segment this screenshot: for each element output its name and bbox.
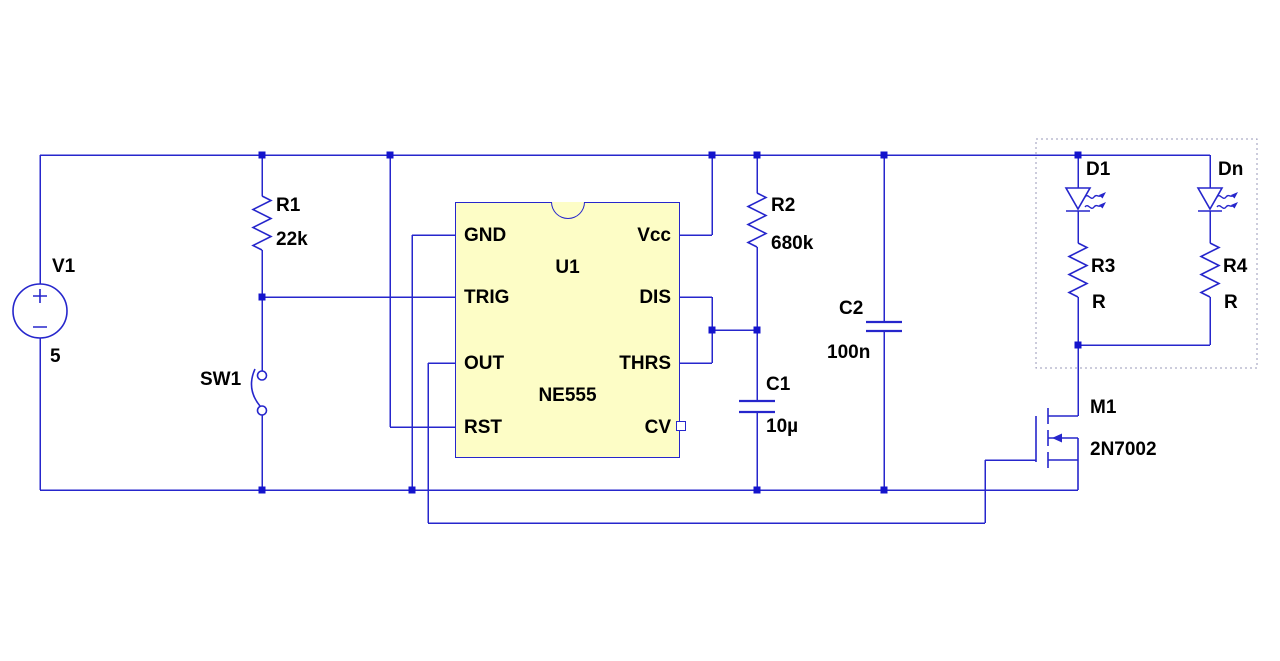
r3-refdes: R3 [1091,256,1116,277]
cv-pin-pad [676,421,686,431]
ic-u1-ne555[interactable]: GND TRIG OUT RST Vcc DIS THRS CV U1 NE55… [455,201,680,458]
voltage-source-v1-symbol[interactable] [12,283,68,339]
dn-refdes: Dn [1218,159,1244,180]
c1-value: 10µ [766,416,799,437]
capacitor-c1-symbol[interactable] [739,399,775,414]
led-d1-symbol[interactable] [1065,187,1107,212]
v1-refdes: V1 [52,256,76,277]
sw1-refdes: SW1 [200,369,242,390]
r4-value: R [1224,292,1238,313]
r2-refdes: R2 [771,195,796,216]
c1-refdes: C1 [766,374,791,395]
v1-value: 5 [50,346,61,367]
cutoff-text-artifact [176,652,370,661]
u1-pin-label-cv: CV [644,417,671,438]
capacitor-c2-symbol[interactable] [866,320,902,333]
u1-pin-label-rst: RST [464,417,502,438]
resistor-r4-symbol[interactable] [1200,242,1220,298]
r4-refdes: R4 [1223,256,1248,277]
ic-notch [550,201,585,219]
led-dn-symbol[interactable] [1197,187,1239,212]
r2-value: 680k [771,233,814,254]
u1-part-name: NE555 [538,385,597,406]
d1-refdes: D1 [1086,159,1111,180]
m1-part: 2N7002 [1090,439,1157,460]
led-group-dashed-box [1035,138,1258,369]
wires [39,154,1211,524]
c2-refdes: C2 [839,298,864,319]
r3-value: R [1092,292,1106,313]
u1-pin-label-trig: TRIG [464,287,510,308]
junction-dots [258,151,1082,494]
switch-sw1-symbol[interactable] [250,368,268,416]
resistor-r2-symbol[interactable] [747,192,767,248]
mosfet-m1-symbol[interactable] [1035,408,1079,490]
r1-refdes: R1 [276,195,301,216]
c2-value: 100n [827,342,871,363]
u1-pin-label-vcc: Vcc [637,225,671,246]
resistor-r3-symbol[interactable] [1068,242,1088,298]
u1-pin-label-thrs: THRS [619,353,671,374]
resistor-r1-symbol[interactable] [252,195,272,251]
u1-pin-label-out: OUT [464,353,505,374]
u1-refdes: U1 [555,257,580,278]
u1-pin-label-gnd: GND [464,225,507,246]
m1-refdes: M1 [1090,397,1117,418]
u1-pin-label-dis: DIS [639,287,671,308]
r1-value: 22k [276,229,308,250]
